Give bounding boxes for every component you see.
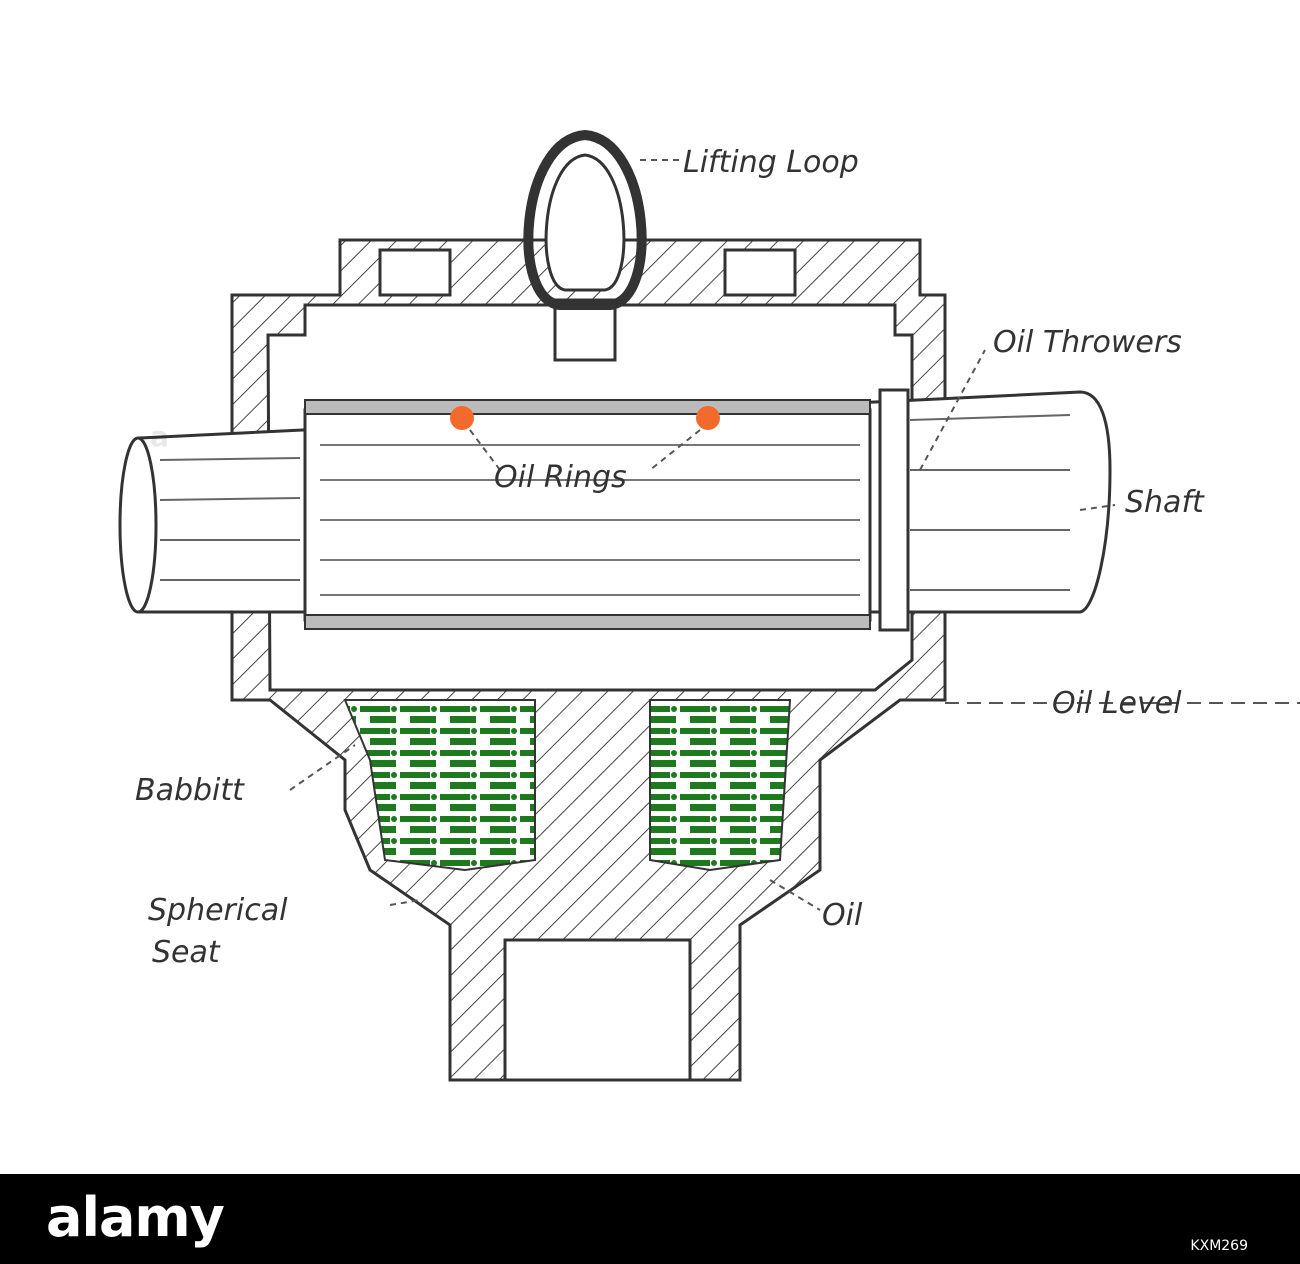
oil-ring: [450, 406, 720, 430]
leader-lines: [289, 159, 1116, 911]
lifting-loop: [523, 129, 647, 310]
oil-thrower: [878, 388, 910, 632]
label-oil: Oil: [822, 898, 863, 933]
oil-reservoir: [343, 699, 792, 872]
watermark: a: [150, 420, 169, 453]
bearing-housing: [230, 238, 947, 1082]
label-lifting-loop: Lifting Loop: [683, 145, 859, 180]
journal-bushing: [303, 399, 872, 630]
label-shaft: Shaft: [1125, 485, 1205, 520]
label-oil-level: Oil Level: [1052, 686, 1182, 721]
image-code: KXM269: [1190, 1238, 1248, 1254]
label-babbitt: Babbitt: [135, 773, 245, 808]
label-seat: Seat: [152, 935, 221, 970]
label-oil-throwers: Oil Throwers: [993, 325, 1182, 360]
label-oil-rings: Oil Rings: [494, 460, 627, 495]
alamy-logo[interactable]: alamy: [46, 1186, 225, 1249]
bearing-diagram: Lifting Loop Oil Throwers Oil Rings Shaf…: [118, 129, 1300, 1082]
label-spherical: Spherical: [148, 893, 288, 928]
footer-bar: alamy KXM269: [0, 1174, 1300, 1264]
